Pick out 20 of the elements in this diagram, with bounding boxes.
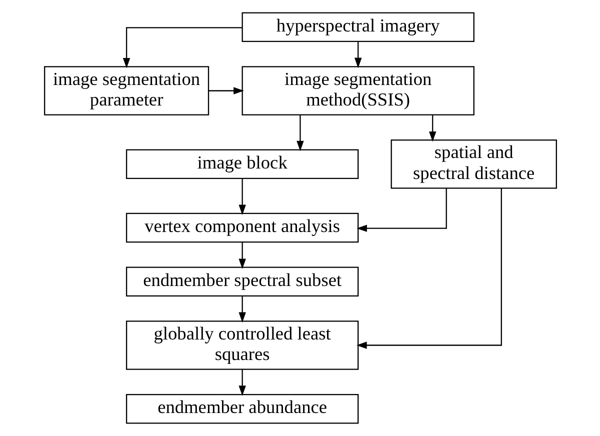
- arrow: [354, 42, 362, 68]
- arrow: [296, 115, 304, 152]
- arrow: [428, 115, 436, 142]
- node-box: image block: [125, 149, 358, 180]
- node-box: endmember abundance: [125, 394, 358, 424]
- arrow: [356, 188, 446, 232]
- node-box: vertex component analysis: [125, 212, 358, 243]
- arrow: [238, 178, 246, 216]
- node-box: image segmentation parameter: [44, 66, 209, 116]
- node-box: image segmentation method(SSIS): [241, 66, 474, 116]
- arrow: [238, 242, 246, 270]
- arrow: [238, 296, 246, 323]
- arrow: [356, 188, 502, 349]
- node-box: hyperspectral imagery: [241, 12, 474, 42]
- arrow: [208, 87, 244, 94]
- node-box: spatial and spectral distance: [390, 139, 556, 189]
- arrow: [238, 370, 246, 396]
- node-box: endmember spectral subset: [125, 266, 358, 297]
- node-box: globally controlled least squares: [125, 320, 358, 370]
- arrow: [122, 27, 242, 68]
